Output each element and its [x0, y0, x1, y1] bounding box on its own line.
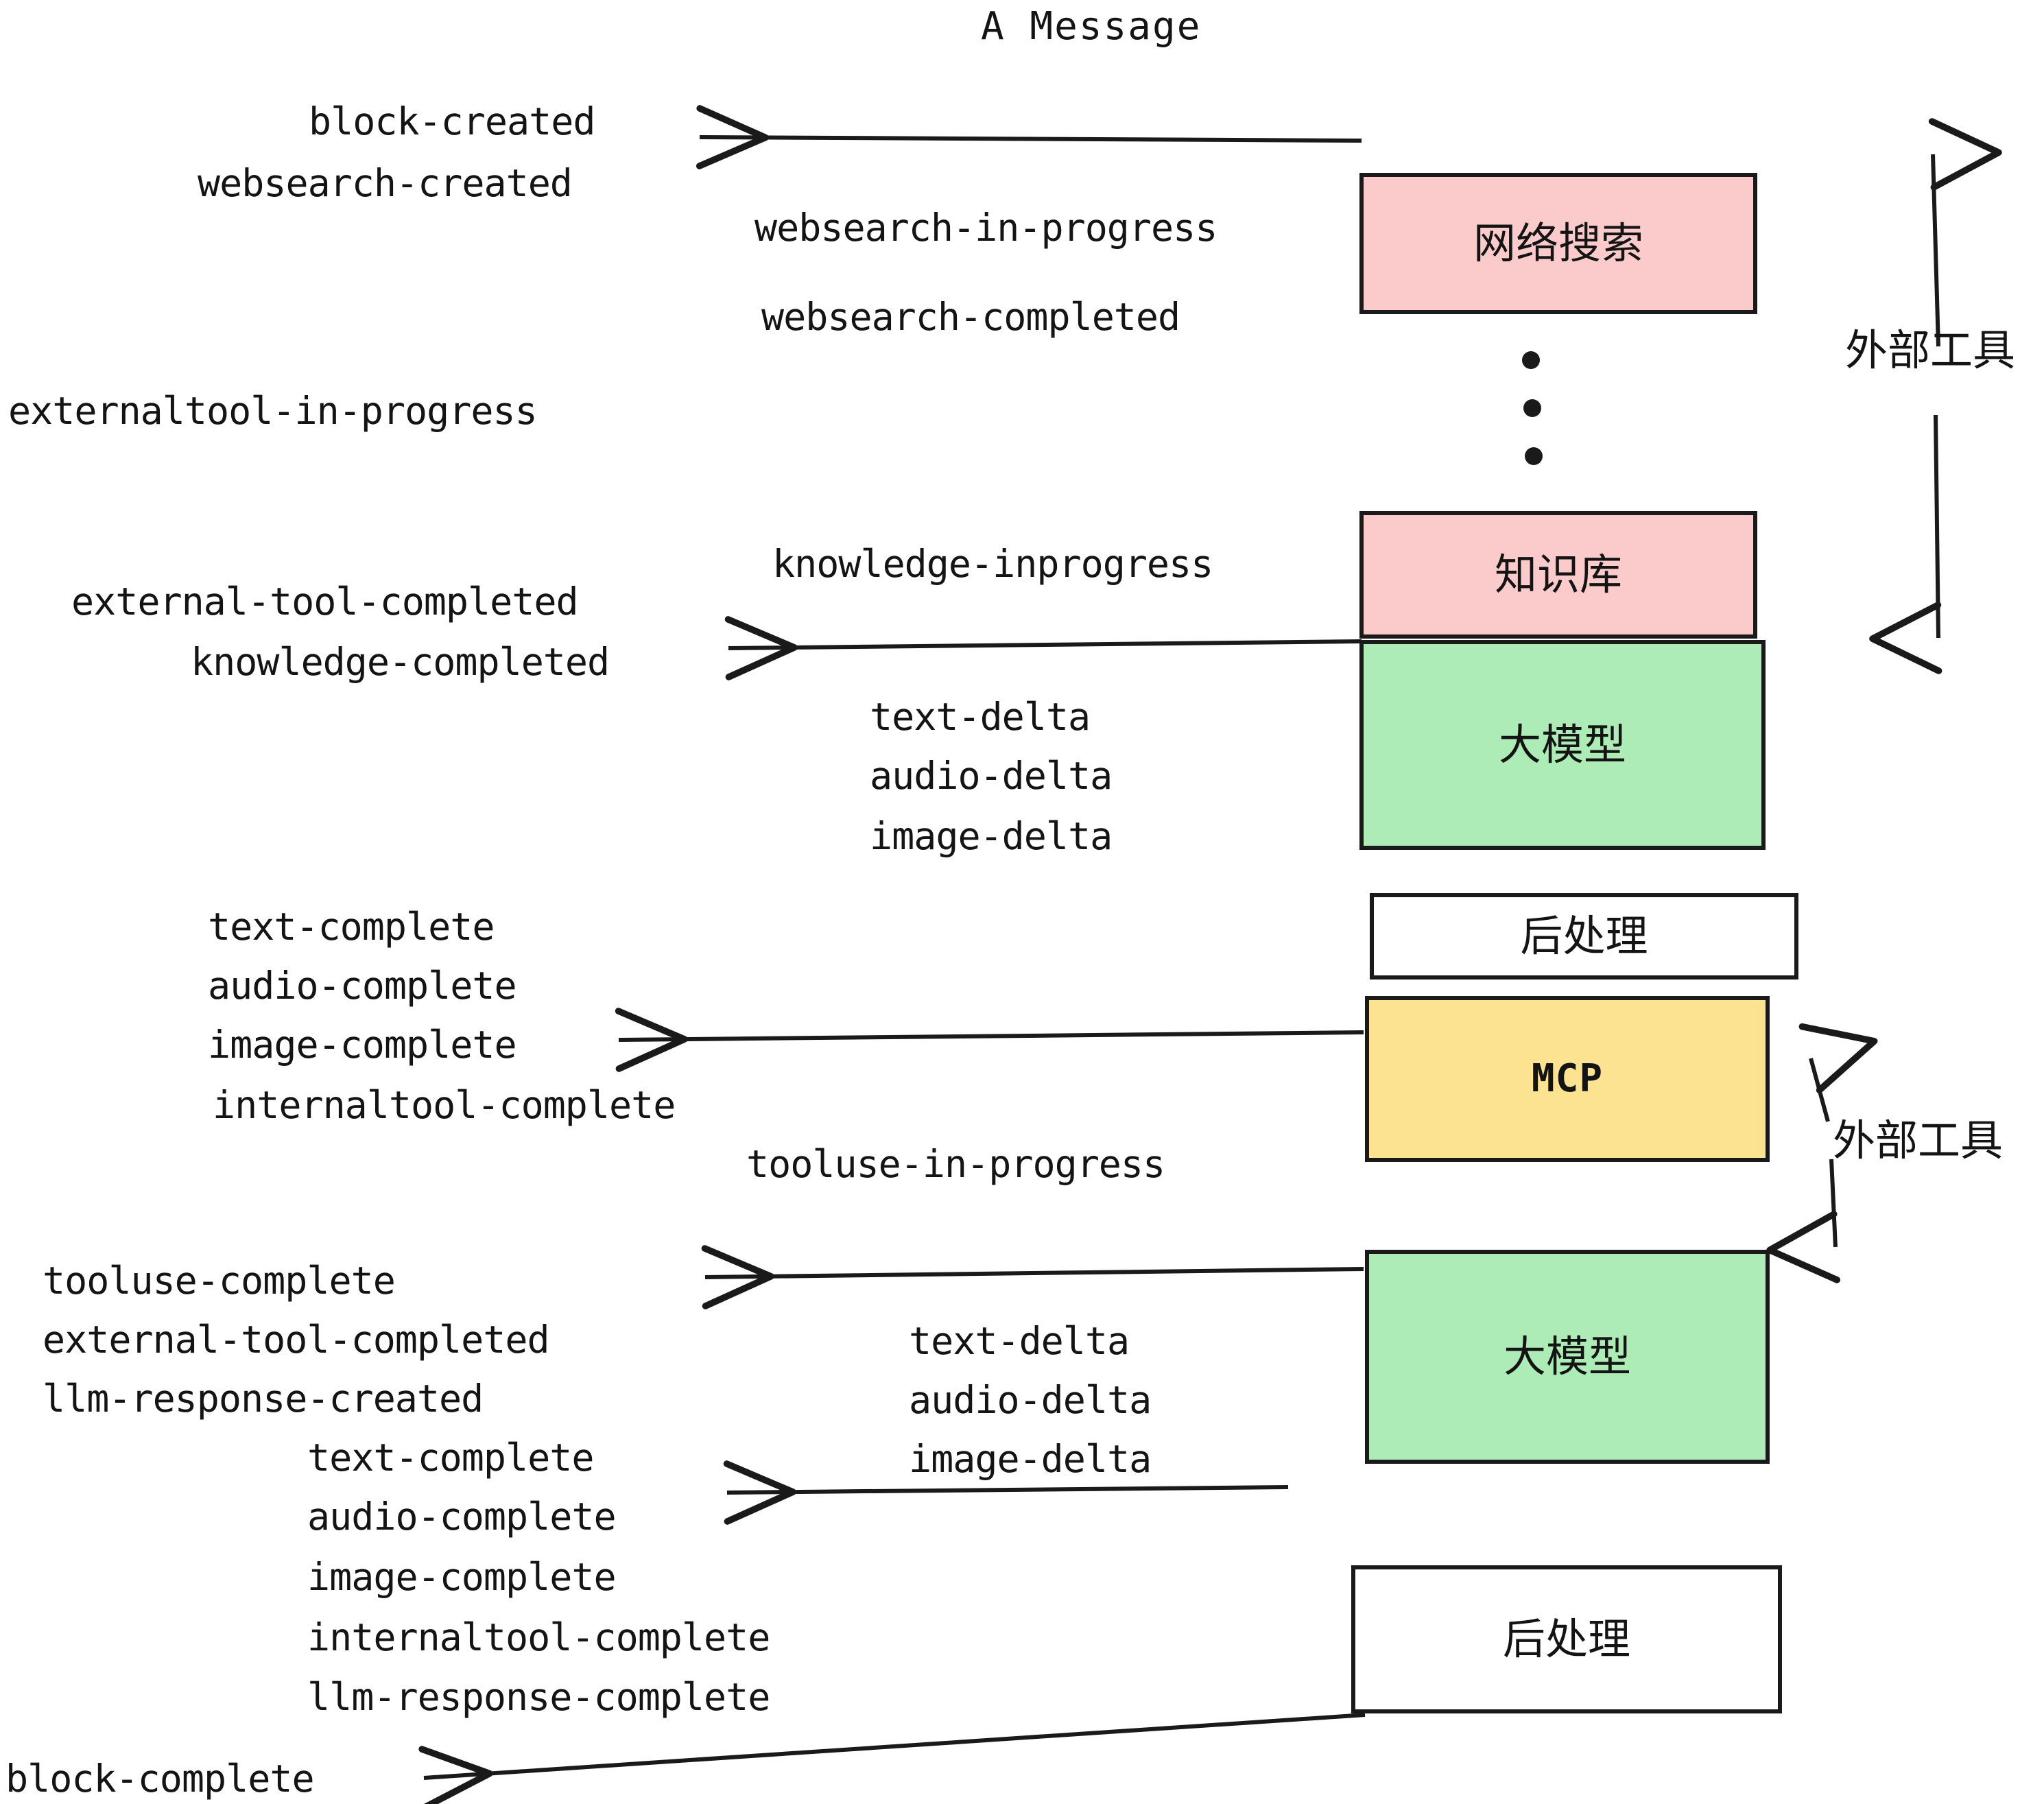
node-box-knowledge[interactable]: 知识库 [1359, 511, 1757, 639]
annotation-external-tool-top: 外部工具 [1845, 325, 2016, 375]
node-box-llm-1[interactable]: 大模型 [1359, 640, 1766, 850]
event-image-complete-1: image-complete [208, 1023, 517, 1067]
external-tool-arrow-top-down [1869, 414, 1942, 674]
event-text-delta-1: text-delta [870, 695, 1091, 739]
event-block-created: block-created [309, 99, 595, 143]
event-text-complete-2: text-complete [307, 1436, 594, 1480]
event-internaltool-complete-2: internaltool-complete [307, 1615, 770, 1659]
node-label-mcp: MCP [1531, 1056, 1604, 1101]
event-knowledge-completed: knowledge-completed [191, 640, 610, 684]
node-box-websearch[interactable]: 网络搜索 [1359, 173, 1757, 314]
event-external-tool-completed-1: external-tool-completed [71, 580, 579, 624]
node-label-llm-2: 大模型 [1503, 1331, 1631, 1381]
event-audio-complete-1: audio-complete [208, 964, 517, 1008]
arrow-knowledge-to-completed [724, 616, 1362, 680]
external-tool-arrow-top-up [1928, 118, 2002, 347]
event-internaltool-complete-1: internaltool-complete [213, 1083, 676, 1127]
diagram-title: A Message [981, 4, 1202, 49]
annotation-external-tool-bottom: 外部工具 [1833, 1115, 2004, 1165]
arrow-postprocess2-to-blockcomplete [418, 1713, 1366, 1804]
event-websearch-created: websearch-created [198, 161, 573, 205]
event-tooluse-complete: tooluse-complete [43, 1259, 396, 1303]
event-image-delta-1: image-delta [870, 814, 1113, 858]
event-websearch-completed: websearch-completed [761, 295, 1180, 339]
node-box-llm-2[interactable]: 大模型 [1365, 1250, 1770, 1464]
arrow-mcp-to-toolusecomplete [701, 1245, 1364, 1309]
event-externaltool-in-progress: externaltool-in-progress [8, 389, 538, 433]
ellipsis-dot-1 [1522, 351, 1540, 369]
event-external-tool-completed-2: external-tool-completed [43, 1318, 550, 1362]
arrow-websearch-to-blockcreated [696, 105, 1362, 169]
event-audio-complete-2: audio-complete [307, 1495, 617, 1539]
event-audio-delta-2: audio-delta [909, 1378, 1152, 1422]
node-box-mcp[interactable]: MCP [1365, 996, 1770, 1162]
event-knowledge-inprogress: knowledge-inprogress [772, 542, 1213, 586]
event-image-delta-2: image-delta [909, 1437, 1152, 1481]
ellipsis-dot-3 [1525, 447, 1543, 465]
event-image-complete-2: image-complete [307, 1555, 617, 1599]
node-label-websearch: 网络搜索 [1473, 218, 1643, 268]
external-tool-arrow-bottom-up [1798, 1023, 1878, 1122]
node-label-knowledge: 知识库 [1494, 549, 1622, 600]
event-websearch-in-progress: websearch-in-progress [754, 206, 1217, 250]
node-box-postprocess-2[interactable]: 后处理 [1351, 1565, 1782, 1713]
event-text-delta-2: text-delta [909, 1319, 1130, 1363]
arrow-postprocess1-to-imagecomplete [615, 1008, 1364, 1072]
event-block-complete: block-complete [5, 1757, 315, 1801]
event-llm-response-complete: llm-response-complete [307, 1675, 770, 1719]
event-audio-delta-1: audio-delta [870, 754, 1113, 798]
event-tooluse-in-progress: tooluse-in-progress [746, 1142, 1165, 1186]
arrow-llm2-to-audiocomplete [723, 1460, 1289, 1525]
event-llm-response-created: llm-response-created [43, 1377, 484, 1421]
ellipsis-dot-2 [1523, 399, 1541, 417]
node-label-postprocess-2: 后处理 [1502, 1614, 1630, 1664]
node-label-llm-1: 大模型 [1498, 720, 1626, 770]
node-box-postprocess-1[interactable]: 后处理 [1370, 893, 1798, 980]
node-label-postprocess-1: 后处理 [1520, 911, 1648, 961]
external-tool-arrow-bottom-down [1766, 1159, 1841, 1283]
event-text-complete-1: text-complete [208, 905, 495, 949]
